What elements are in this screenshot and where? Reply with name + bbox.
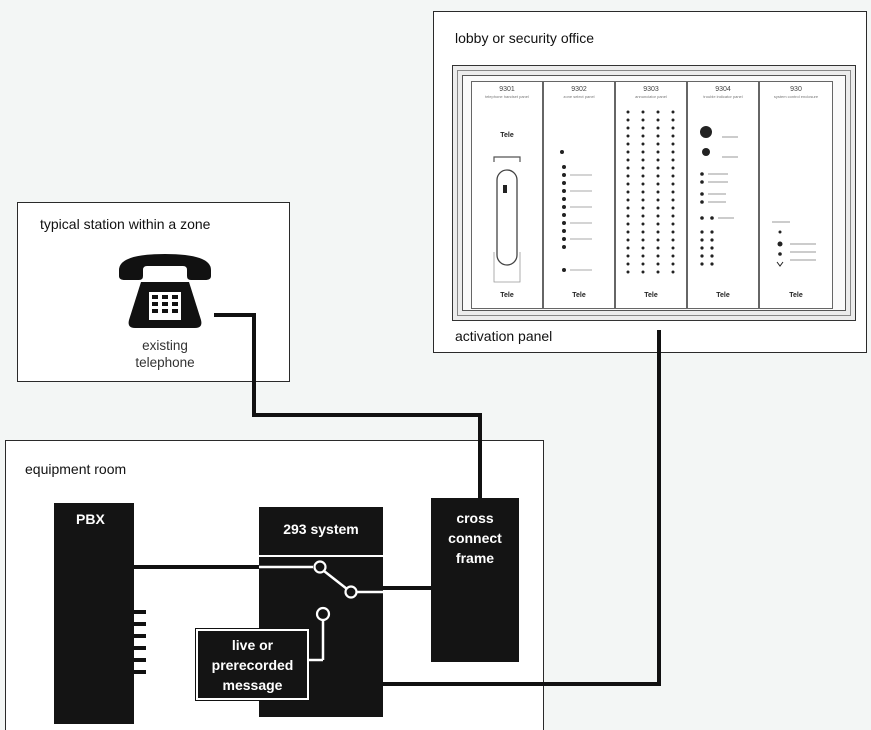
activation-panel: 9301 telephone handset panel Tele Tele 9… [452, 65, 856, 321]
pbx-tab [134, 646, 146, 650]
wire-phone-across [252, 413, 482, 417]
trouble-indicators [700, 126, 738, 266]
msg-line2: prerecorded [211, 657, 294, 673]
brand-mark: Tele [572, 292, 586, 299]
brand-mark: Tele [789, 292, 803, 299]
pbx-tab [134, 658, 146, 662]
switch-icon [259, 560, 383, 662]
wire-panel-across [383, 682, 661, 686]
wire-panel-down [657, 330, 661, 685]
module-930: 930 system control enclosure Tele [759, 81, 833, 309]
pbx-tab [134, 634, 146, 638]
lobby-box: lobby or security office 9301 telephone … [433, 11, 867, 353]
equipment-room-title: equipment room [25, 461, 127, 477]
ccf-line1: cross [456, 510, 494, 526]
module-9302: 9302 zone select panel [543, 81, 615, 309]
msg-line1: live or [231, 637, 274, 653]
module-name: zone select panel [563, 94, 595, 99]
pbx-tab [134, 622, 146, 626]
wire-phone-drop [214, 313, 255, 317]
brand-mark: Tele [644, 292, 658, 299]
pbx-label: PBX [76, 511, 105, 527]
module-name: telephone handset panel [485, 94, 529, 99]
ccf-line2: connect [448, 530, 502, 546]
zone-select-indicators [560, 150, 592, 272]
module-9303: 9303 annunciator panel Tele [615, 81, 687, 309]
brand-mark: Tele [500, 292, 514, 299]
module-name: trouble indicator panel [703, 94, 743, 99]
handset-icon [493, 156, 521, 283]
phone-label-line2: telephone [135, 355, 195, 370]
station-box: typical station within a zone existing t… [17, 202, 290, 382]
module-code: 9303 [643, 86, 659, 93]
module-code: 9302 [571, 86, 587, 93]
brand-mark: Tele [716, 292, 730, 299]
pbx-tab [134, 610, 146, 614]
activation-panel-label: activation panel [455, 328, 553, 344]
module-9304: 9304 trouble indicator panel [687, 81, 759, 309]
existing-telephone-label: existing telephone [130, 337, 200, 371]
wire-phone-down [252, 313, 256, 416]
module-name: system control enclosure [773, 94, 819, 99]
lobby-title: lobby or security office [455, 30, 595, 46]
pbx-tab [134, 670, 146, 674]
module-code: 9301 [499, 86, 515, 93]
pbx-block: PBX [54, 503, 134, 724]
wire-phone-to-ccf [478, 413, 482, 498]
ccf-line3: frame [455, 550, 495, 566]
wire-system-to-ccf [383, 586, 431, 590]
module-name: annunciator panel [635, 94, 667, 99]
phone-label-line1: existing [142, 338, 188, 353]
module-9301: 9301 telephone handset panel Tele Tele [471, 81, 543, 309]
msg-line3: message [222, 677, 283, 693]
module-code: 9304 [715, 86, 731, 93]
telephone-icon [119, 254, 211, 328]
control-indicators [772, 221, 816, 267]
annunciator-indicators [626, 110, 675, 274]
293-system-label: 293 system [283, 521, 359, 537]
module-code: 930 [790, 86, 802, 93]
cross-connect-frame: cross connect frame [431, 498, 519, 662]
wire-pbx-to-system [134, 565, 259, 569]
brand-mark: Tele [500, 132, 514, 139]
station-title: typical station within a zone [40, 216, 211, 232]
message-block: live or prerecorded message [195, 628, 310, 701]
